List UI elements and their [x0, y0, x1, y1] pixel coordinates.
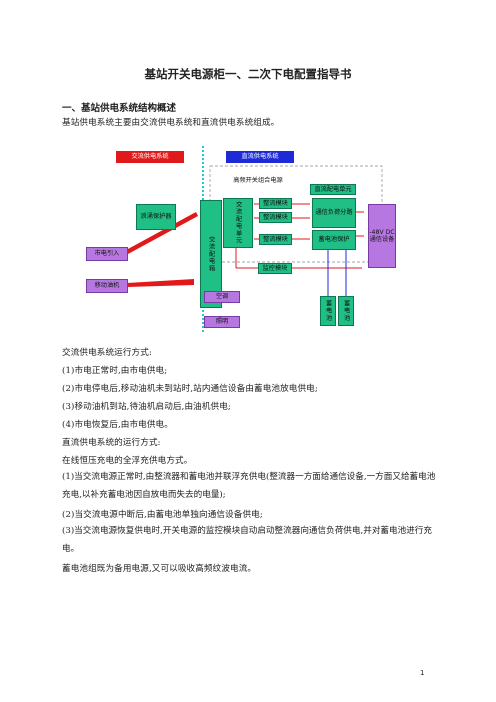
dc-run-item-3: (3)当交流电源恢复供电时,开关电源的监控模块自动启动整流器向通信负荷供电,并对… — [62, 526, 432, 554]
battery-2: 蓄电池 — [338, 296, 354, 326]
section-heading: 一、基站供电系统结构概述 — [62, 103, 177, 114]
lighting: 照明 — [204, 316, 240, 328]
rectifier-module-2: 整流模块 — [259, 212, 292, 223]
mains-input: 市电引入 — [86, 247, 128, 261]
rectifier-module-3: 整流模块 — [259, 234, 292, 245]
ac-distribution-unit: 交流配电单元 — [223, 198, 253, 248]
battery-1: 蓄电池 — [320, 296, 336, 326]
ac-run-item: (2)市电停电后,移动油机未到站时,站内通信设备由蓄电池放电供电; — [62, 384, 318, 394]
dc-48v-device: -48V DC 通信设备 — [368, 204, 396, 268]
monitor-module: 监控模块 — [258, 263, 292, 274]
dc-run-item-1: (1)当交流电源正常时,由整流器和蓄电池并联浮充供电(整流器一方面给通信设备,一… — [62, 472, 436, 500]
rectifier-module-1: 整流模块 — [259, 198, 292, 209]
dc-run-line: 在线恒压充电的全浮充供电方式。 — [62, 456, 193, 466]
air-conditioner: 空调 — [204, 291, 240, 303]
document-title: 基站开关电源柜一、二次下电配置指导书 — [144, 67, 352, 81]
dc-unit-label: 直流配电单元 — [310, 184, 356, 195]
ac-distribution-box: 交流配电箱 — [200, 200, 222, 308]
dc-system-header: 直流供电系统 — [226, 151, 294, 163]
section-intro: 基站供电系统主要由交流供电系统和直流供电系统组成。 — [62, 118, 280, 128]
hf-combo-label: 高频开关组合电源 — [233, 177, 283, 185]
ac-run-item: (1)市电正常时,由市电供电; — [62, 366, 168, 376]
load-split: 通信负荷分路 — [312, 198, 356, 228]
ac-system-header: 交流供电系统 — [116, 151, 184, 163]
page-number: 1 — [420, 669, 425, 677]
dc-run-heading: 直流供电系统的运行方式: — [62, 438, 161, 448]
ac-run-item: (3)移动油机到站,待油机启动后,由油机供电; — [62, 402, 231, 412]
ac-run-item: (4)市电恢复后,由市电供电。 — [62, 420, 173, 430]
ac-run-heading: 交流供电系统运行方式: — [62, 348, 152, 358]
power-system-diagram: 交流供电系统 直流供电系统 高频开关组合电源 直流配电单元 浪涌保护器 市电引入… — [86, 146, 420, 334]
dc-run-last-line: 蓄电池组既为备用电源,又可以吸收高频纹波电流。 — [62, 564, 257, 574]
surge-protector: 浪涌保护器 — [136, 204, 176, 230]
mobile-generator: 移动油机 — [86, 279, 128, 293]
battery-protection: 蓄电池保护 — [312, 230, 356, 250]
dc-run-item-2: (2)当交流电源中断后,由蓄电池单独向通信设备供电; — [62, 510, 263, 520]
